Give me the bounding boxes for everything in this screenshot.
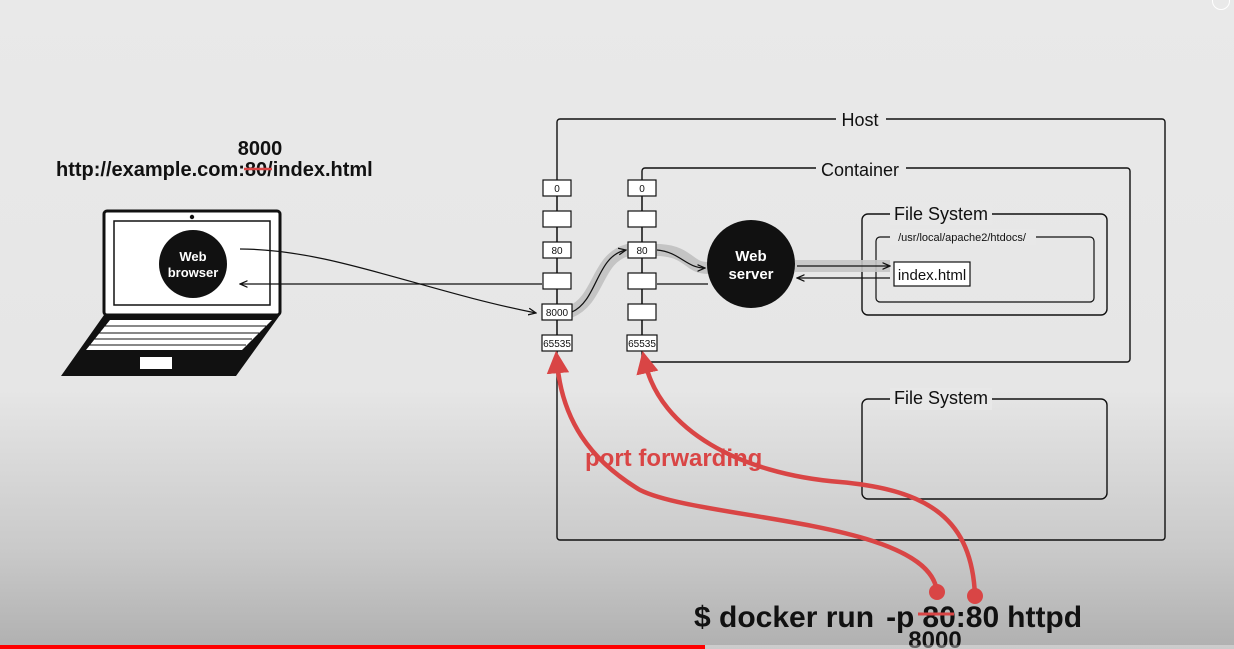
container-port-slot: [627, 272, 657, 290]
container-port-label: 80: [636, 246, 648, 257]
container-port-label: 65535: [628, 339, 656, 350]
container-port-forward-arrow: [636, 351, 978, 597]
server-inbound-arrow: [656, 249, 705, 268]
container-port-slot: [626, 334, 658, 352]
web-server-circle: [707, 220, 795, 308]
host-port-slot: [542, 179, 572, 197]
container-port-dot: [967, 588, 983, 604]
container-port-slot: [627, 303, 657, 321]
container-port-slot: [627, 241, 657, 259]
index-html-label: index.html: [898, 267, 966, 284]
web-browser-circle: [159, 230, 227, 298]
host-port-dot: [929, 584, 945, 600]
url-new-port: 8000: [238, 138, 283, 160]
web-server-label-line1: Web: [735, 248, 766, 265]
container-port-slot: [627, 179, 657, 197]
command-container-port: :80: [956, 601, 999, 634]
port-forwarding-label: port forwarding: [585, 445, 762, 472]
command-new-port: 8000: [908, 627, 961, 649]
host-port-label: 65535: [543, 339, 571, 350]
host-port-slot: [542, 272, 572, 290]
url-text: http://example.com:80/index.html: [56, 159, 373, 181]
container-port-slot: [627, 210, 657, 228]
command-struck-port: 80: [922, 601, 955, 634]
host-fs-label: File System: [894, 388, 988, 408]
host-label: Host: [841, 110, 878, 130]
laptop-icon: [61, 209, 282, 376]
video-progress-fill: [0, 645, 705, 649]
web-browser-label-line1: Web: [179, 249, 206, 264]
host-port-forward-arrow: [546, 350, 940, 593]
container-port-column: 0 80 65535: [626, 179, 658, 352]
index-html-file: [893, 261, 971, 287]
web-browser-label-line2: browser: [168, 265, 219, 280]
host-port-label: 8000: [546, 308, 569, 319]
htdocs-path: /usr/local/apache2/htdocs/: [898, 232, 1027, 244]
host-port-label: 80: [551, 246, 563, 257]
url-prefix: http://example.com:: [56, 159, 245, 181]
video-progress-track[interactable]: [0, 645, 1234, 649]
request-arrow: [239, 248, 536, 313]
command-flag: -p: [886, 601, 914, 634]
host-fs-box: [861, 398, 1108, 500]
command-image: httpd: [1007, 601, 1082, 634]
url-suffix: /index.html: [267, 159, 373, 181]
web-server-label-line2: server: [728, 266, 773, 283]
container-label: Container: [821, 160, 899, 180]
host-port-slot: [542, 241, 572, 259]
host-port-label: 0: [554, 184, 560, 195]
command-part1: $ docker run: [694, 601, 874, 634]
host-port-column: 0 80 8000 65535: [541, 179, 573, 352]
host-port-slot: [542, 210, 572, 228]
container-fs-label: File System: [894, 204, 988, 224]
forward-arrow: [571, 250, 626, 313]
container-port-label: 0: [639, 184, 645, 195]
